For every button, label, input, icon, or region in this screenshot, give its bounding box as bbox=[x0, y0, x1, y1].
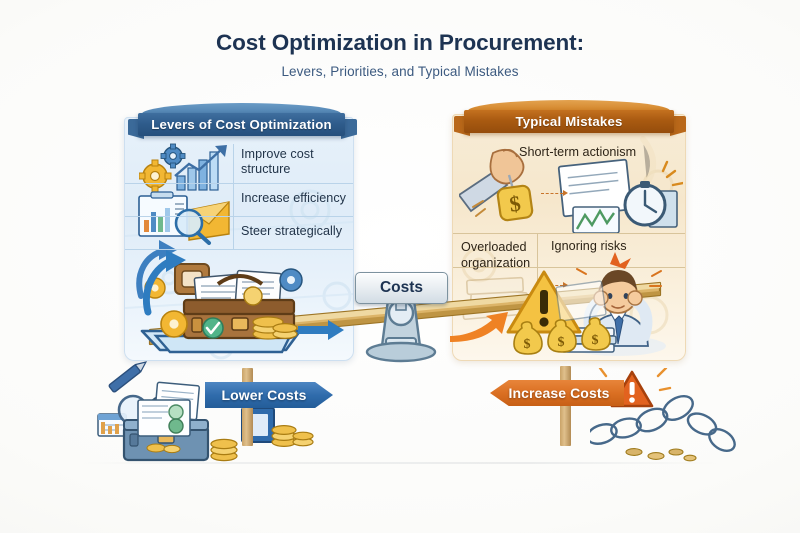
mistake-label-2: Overloaded organization bbox=[461, 240, 531, 270]
right-panel-divider-2 bbox=[453, 267, 685, 268]
lower-costs-sign-label[interactable]: Lower Costs bbox=[221, 387, 307, 403]
levers-banner-tail-right bbox=[341, 119, 357, 139]
money-bags-icon: $ $ $ bbox=[513, 317, 611, 355]
briefcase-documents-illustration bbox=[143, 250, 344, 354]
levers-banner-label[interactable]: Levers of Cost Optimization bbox=[138, 113, 345, 136]
mistake-label-1: Ignoring risks bbox=[551, 239, 627, 253]
right-panel-divider-1 bbox=[453, 233, 685, 234]
mistakes-banner-tail-right bbox=[670, 116, 686, 136]
left-panel-divider-3 bbox=[125, 249, 353, 250]
svg-text:$: $ bbox=[524, 337, 531, 352]
report-magnifier-icon bbox=[138, 191, 230, 245]
svg-text:$: $ bbox=[592, 333, 599, 348]
ground-shadow bbox=[80, 462, 720, 464]
lever-label-1: Increase efficiency bbox=[241, 191, 347, 205]
title-block: Cost Optimization in Procurement: Levers… bbox=[0, 30, 800, 79]
left-panel-divider-2 bbox=[125, 216, 353, 217]
svg-text:$: $ bbox=[508, 190, 522, 216]
panel-typical-mistakes[interactable]: $ bbox=[452, 114, 686, 361]
coin-stack-icon bbox=[271, 425, 314, 448]
right-panel-vertical-divider-a bbox=[537, 233, 538, 267]
mistakes-banner-label[interactable]: Typical Mistakes bbox=[464, 110, 674, 133]
hand-money-tag-icon: $ bbox=[459, 148, 534, 222]
page-title: Cost Optimization in Procurement: bbox=[216, 30, 584, 55]
increase-costs-sign-board[interactable] bbox=[490, 380, 624, 406]
orange-right-arrow-icon bbox=[450, 312, 508, 342]
svg-text:$: $ bbox=[558, 335, 565, 350]
levers-banner-curl bbox=[142, 103, 341, 116]
mistakes-banner-curl bbox=[468, 100, 670, 113]
toolbox-documents-illustration bbox=[97, 361, 275, 462]
mistake-label-0: Short-term actionism bbox=[519, 145, 637, 159]
page-subtitle: Levers, Priorities, and Typical Mistakes bbox=[281, 63, 519, 79]
lever-label-0: Improve cost structure bbox=[241, 147, 314, 176]
costs-plaque-label[interactable]: Costs bbox=[355, 272, 448, 304]
gears-growth-chart-icon bbox=[139, 143, 227, 193]
increase-costs-sign-label[interactable]: Increase Costs bbox=[508, 385, 610, 401]
left-panel-divider-1 bbox=[125, 183, 353, 184]
increase-costs-signpost-post bbox=[560, 366, 571, 446]
left-panel-vertical-divider bbox=[233, 144, 234, 249]
documents-stopwatch-icon bbox=[557, 158, 683, 234]
lower-costs-sign-board[interactable] bbox=[205, 382, 333, 408]
lever-label-2: Steer strategically bbox=[241, 224, 343, 238]
